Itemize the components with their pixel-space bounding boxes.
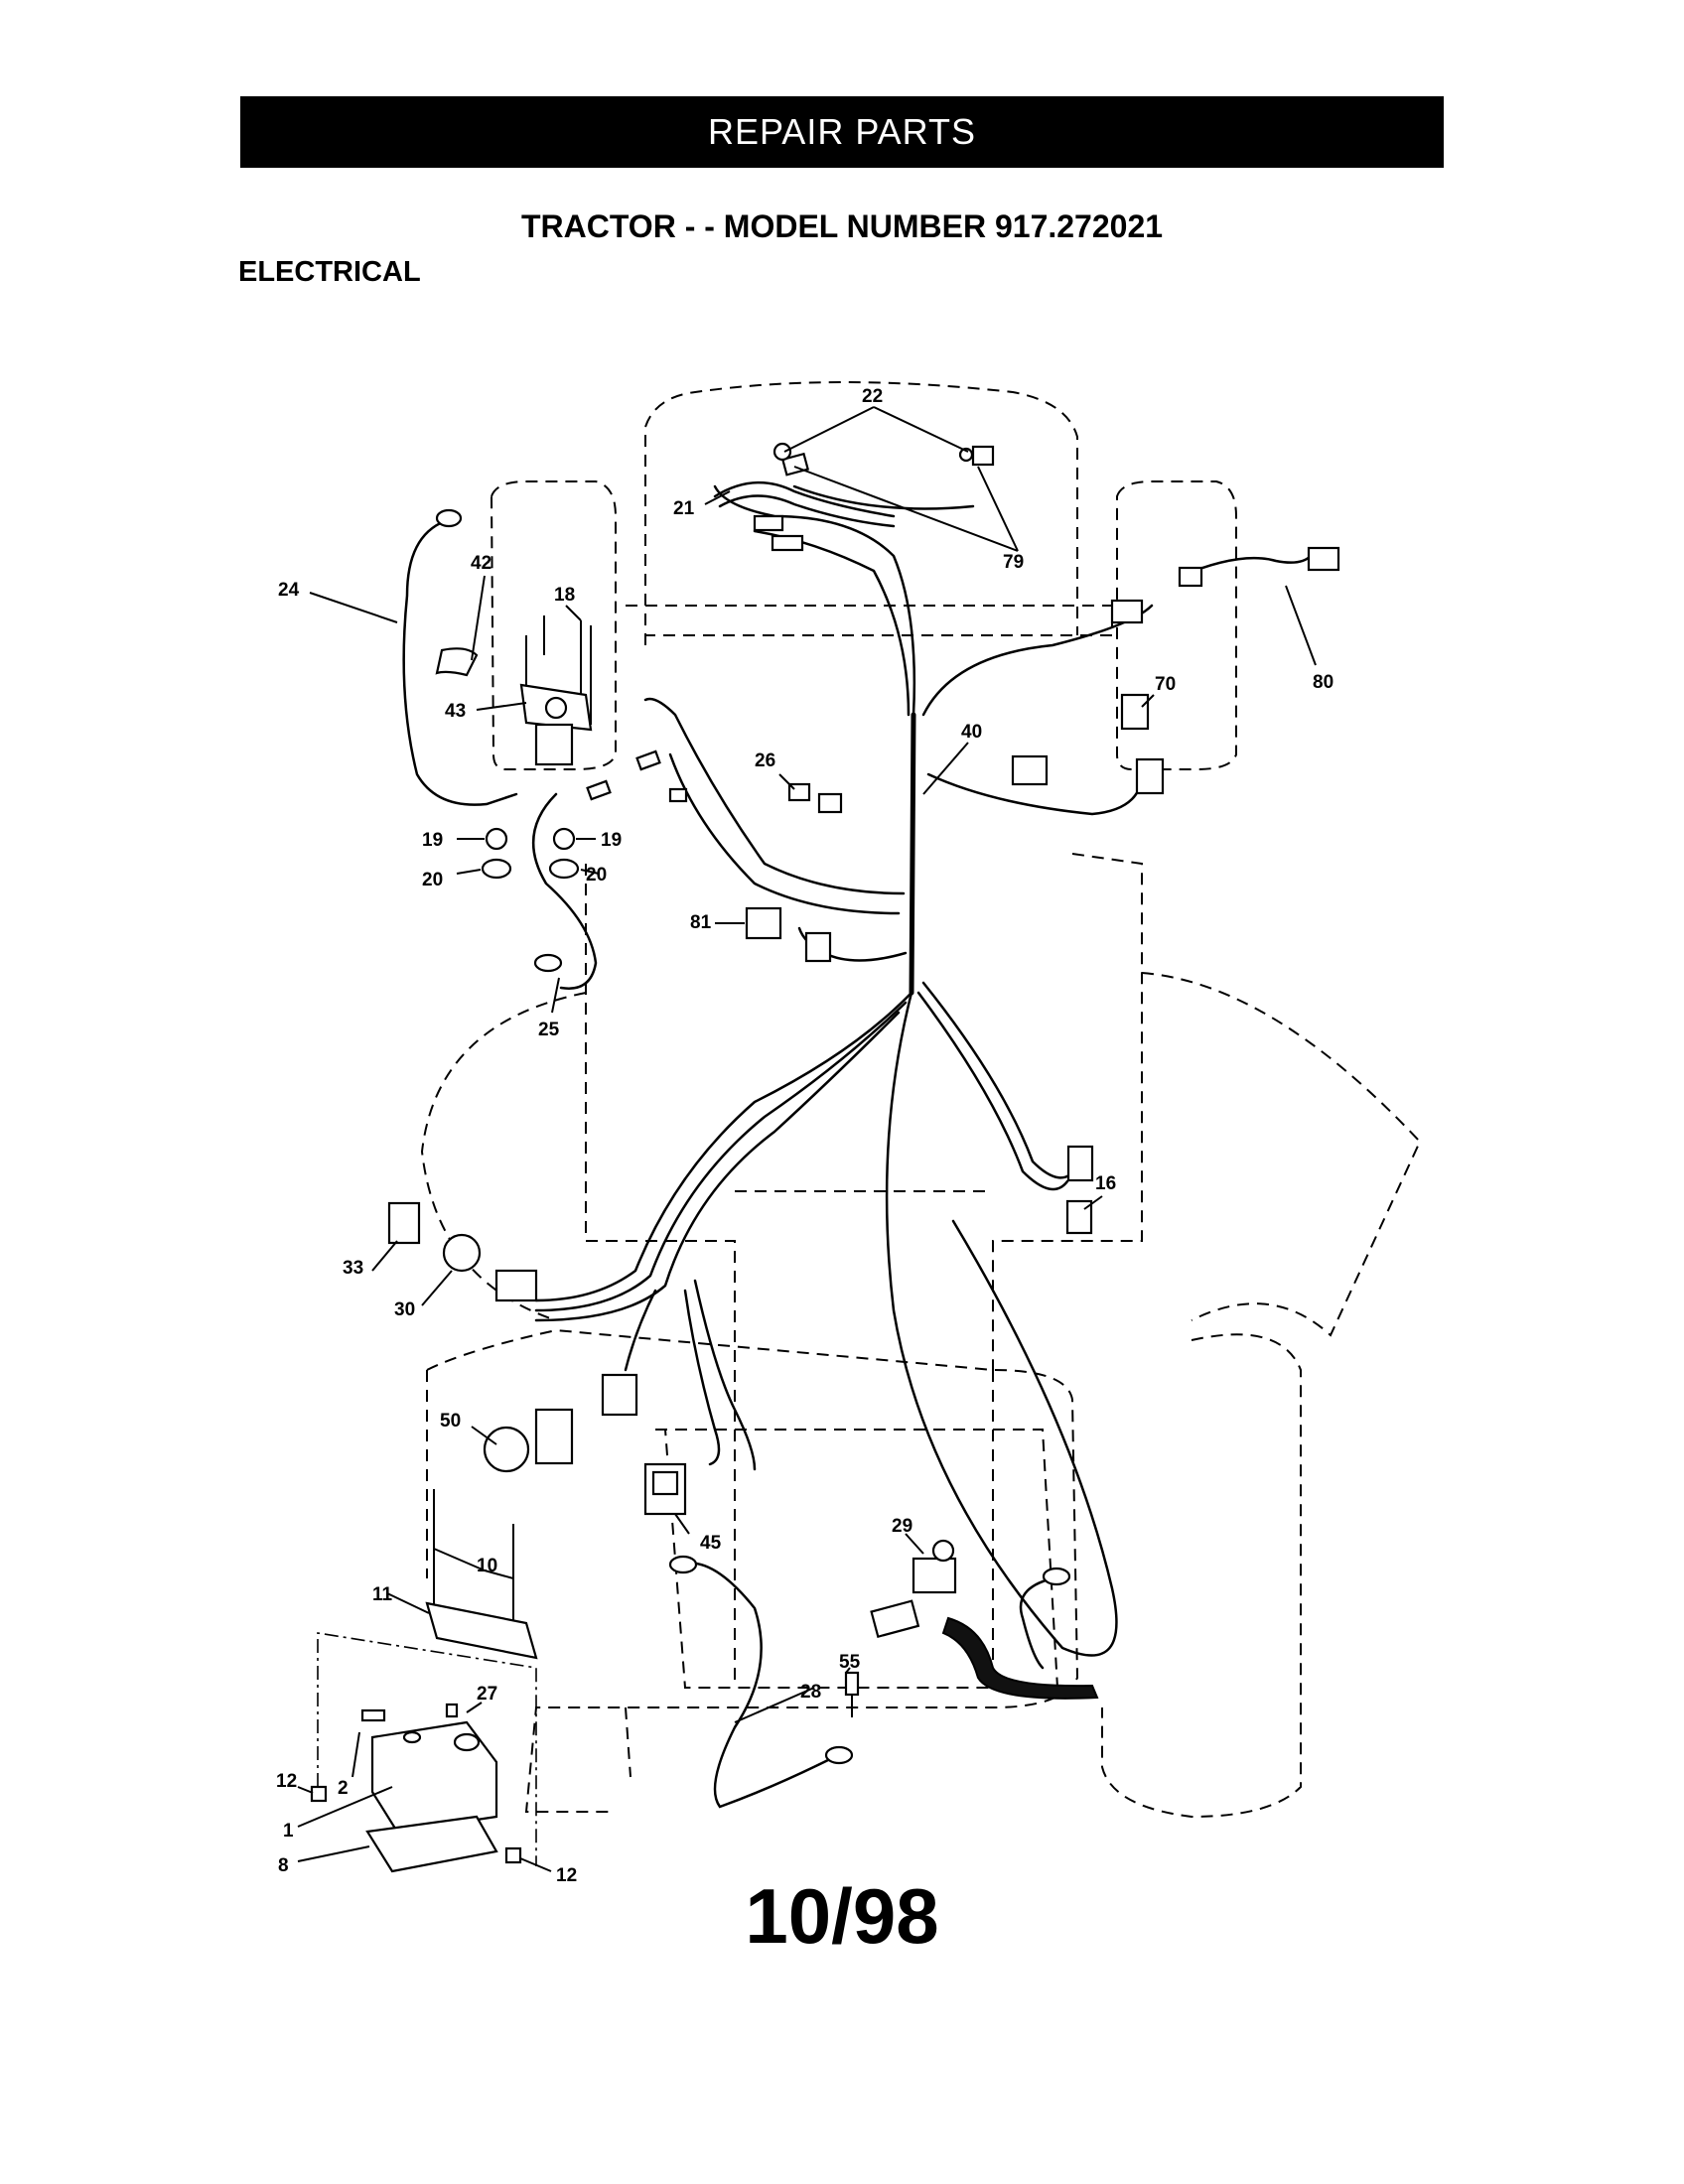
callout-27: 27	[477, 1684, 497, 1705]
part-55	[844, 1671, 860, 1697]
rear-right-tire	[1101, 1333, 1302, 1819]
hood-outline	[644, 381, 1078, 645]
part-33	[387, 1201, 421, 1245]
harness-trunk	[909, 712, 916, 996]
callout-20b: 20	[586, 865, 607, 886]
callout-11: 11	[372, 1584, 393, 1605]
repair-parts-banner: REPAIR PARTS	[240, 96, 1444, 168]
part-30-ignition	[442, 1233, 482, 1273]
callout-25: 25	[538, 1020, 560, 1040]
rear-left-panel	[426, 1370, 632, 1778]
callout-2: 2	[338, 1778, 349, 1799]
right-headlight-panel	[1116, 480, 1237, 770]
part-11-hold-down	[425, 1601, 538, 1660]
callout-50: 50	[440, 1411, 461, 1432]
callout-33: 33	[343, 1258, 363, 1279]
callout-12b: 12	[556, 1865, 577, 1886]
callout-80: 80	[1313, 672, 1333, 693]
callout-55: 55	[839, 1652, 861, 1673]
part-50	[483, 1426, 530, 1473]
harness-80	[1180, 554, 1313, 578]
model-title: TRACTOR - - MODEL NUMBER 917.272021	[520, 208, 1164, 244]
cable-24	[402, 519, 518, 806]
left-headlight-panel	[490, 480, 617, 770]
part-81-relay	[745, 906, 782, 940]
callout-42: 42	[471, 553, 491, 574]
seat-deck	[426, 1328, 1079, 1813]
callout-10: 10	[477, 1556, 497, 1576]
inner-pan	[655, 1429, 1059, 1689]
callout-1: 1	[283, 1821, 294, 1842]
frame-right	[992, 853, 1143, 1370]
cable-28	[683, 1562, 836, 1809]
parts	[310, 615, 1094, 1873]
callout-12a: 12	[276, 1771, 297, 1792]
dash-panel	[626, 605, 1113, 636]
callout-22: 22	[862, 386, 883, 407]
callout-29: 29	[892, 1516, 912, 1537]
callout-81: 81	[690, 912, 712, 933]
callout-19b: 19	[601, 830, 622, 851]
callout-30: 30	[394, 1299, 415, 1320]
connector-block	[601, 1373, 638, 1417]
date-code: 10/98	[745, 1872, 939, 1960]
headlight-assembly	[713, 442, 1340, 795]
callout-20a: 20	[422, 870, 443, 890]
callout-45: 45	[700, 1533, 722, 1554]
cables	[402, 508, 1099, 1809]
right-fender	[1141, 972, 1422, 1337]
coiled-wire	[941, 1616, 1099, 1700]
callout-16: 16	[1095, 1173, 1116, 1194]
cable-25	[531, 792, 598, 990]
leader-lines	[297, 406, 1317, 1872]
callout-21: 21	[673, 498, 695, 519]
callout-79: 79	[1003, 552, 1024, 573]
callout-19a: 19	[422, 830, 443, 851]
lower-cross	[734, 1370, 994, 1688]
callout-labels: 22 21 79 24 42 18 43 80 70 40 26 19 19 2…	[276, 386, 1333, 1886]
callout-28: 28	[800, 1682, 821, 1703]
callout-43: 43	[445, 701, 466, 722]
banner-text: REPAIR PARTS	[707, 111, 977, 152]
frame-left	[585, 864, 736, 1370]
callout-8: 8	[278, 1855, 289, 1876]
callout-70: 70	[1155, 674, 1176, 695]
part-29	[912, 1557, 957, 1594]
callout-18: 18	[554, 585, 575, 606]
section-heading: ELECTRICAL	[238, 256, 421, 288]
part-42	[435, 647, 479, 677]
left-tire	[420, 992, 587, 1321]
tractor-outline	[420, 381, 1422, 1819]
callout-26: 26	[755, 751, 775, 771]
callout-24: 24	[278, 580, 300, 601]
callout-40: 40	[961, 722, 982, 743]
wire-harness	[534, 484, 1154, 1657]
part-8-tray	[365, 1815, 498, 1873]
